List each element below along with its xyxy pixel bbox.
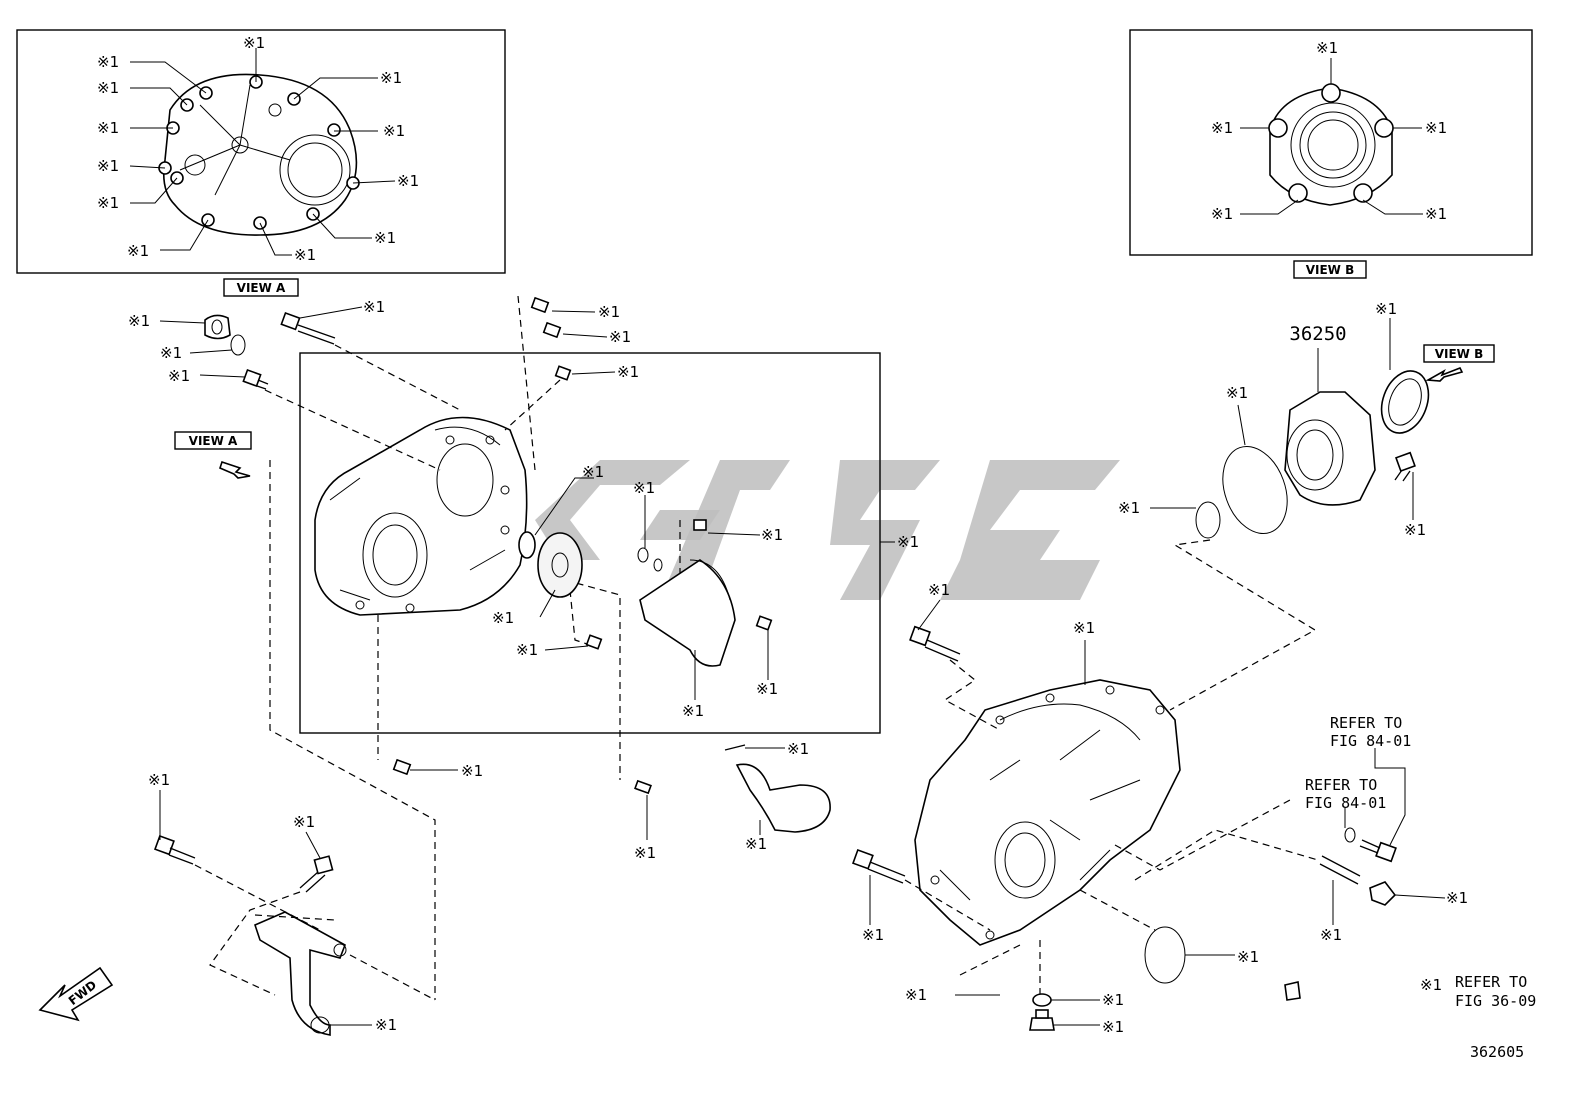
callout-ul-1: ※1 [128,312,150,330]
callout-c-5: ※1 [492,609,514,627]
callout-c-8: ※1 [682,702,704,720]
lower-left-bracket [154,790,436,1036]
view-b-tag-bottom: VIEW B [1293,260,1367,279]
callout-ll-3: ※1 [375,1016,397,1034]
callout-c-2: ※1 [633,479,655,497]
callout-pin-2: ※1 [609,328,631,346]
refer-note-lower: REFER TO FIG 84-01 [1305,776,1386,812]
center-housing [314,416,528,616]
callout-lc-1: ※1 [461,762,483,780]
refer-upper-line2: FIG 84-01 [1330,732,1411,750]
callout-c-1: ※1 [582,463,604,481]
callout-pin-1: ※1 [598,303,620,321]
callout-ll-2: ※1 [293,813,315,831]
callout-rc-1: ※1 [928,581,950,599]
callout-rc-2: ※1 [1073,619,1095,637]
view-a-tag-top-label: VIEW A [237,281,286,295]
callout-vb-3: ※1 [1425,119,1447,137]
callout-c-6: ※1 [516,641,538,659]
callout-ul-2: ※1 [363,298,385,316]
callout-va-2: ※1 [243,34,265,52]
callout-va-7: ※1 [397,172,419,190]
view-b-tag-side-label: VIEW B [1435,347,1484,361]
view-a-leaders [129,48,396,256]
fwd-arrow: FWD [38,966,114,1022]
part-number-36250: 36250 [1289,323,1346,345]
view-a-tag-top: VIEW A [223,278,299,297]
center-pump-parts [518,519,773,667]
view-a-frame [16,29,506,274]
callout-va-11: ※1 [127,242,149,260]
callout-va-5: ※1 [383,122,405,140]
callout-lc-2: ※1 [787,740,809,758]
callout-vb-5: ※1 [1425,205,1447,223]
callout-va-1: ※1 [97,53,119,71]
callout-lc-3: ※1 [634,844,656,862]
view-a-tag-side: VIEW A [174,431,252,479]
right-transfer-case [914,679,1181,946]
right-case-parts [852,599,1301,1031]
view-b-tag-side: VIEW B [1423,344,1495,382]
upper-right-cover [1195,370,1430,539]
upper-right-leaders [1150,318,1414,711]
callout-rc-8: ※1 [1446,889,1468,907]
callout-vb-1: ※1 [1316,39,1338,57]
callout-va-3: ※1 [380,69,402,87]
callout-ul-3: ※1 [160,344,182,362]
view-b-leaders [1240,58,1423,215]
top-pins [530,296,616,381]
watermark-logo [535,460,1120,600]
upper-left-leaders [159,306,363,378]
view-b-tag-bottom-label: VIEW B [1306,263,1355,277]
callout-c-7: ※1 [756,680,778,698]
callout-ur-3: ※1 [1118,499,1140,517]
refer-note-upper: REFER TO FIG 84-01 [1330,714,1411,750]
callout-ul-4: ※1 [168,367,190,385]
callout-ur-4: ※1 [1404,521,1426,539]
callout-va-12: ※1 [294,246,316,264]
callout-rc-3: ※1 [862,926,884,944]
callout-labels: ※1 ※1 ※1 ※1 ※1 ※1 ※1 ※1 ※1 ※1 ※1 ※1 ※1 ※… [97,34,1468,1036]
callout-pin-3: ※1 [617,363,639,381]
refer-upper-line1: REFER TO [1330,714,1402,732]
callout-lc-4: ※1 [745,835,767,853]
callout-va-6: ※1 [97,119,119,137]
upper-left-parts [204,311,336,390]
view-a-tag-side-label: VIEW A [189,434,238,448]
view-b-cover [1268,83,1394,206]
center-leaders [534,477,895,700]
legend-line1: REFER TO [1455,973,1527,991]
callout-va-8: ※1 [97,157,119,175]
legend-note: ※1 REFER TO FIG 36-09 [1420,973,1536,1010]
callout-ll-1: ※1 [148,771,170,789]
callout-rc-9: ※1 [1320,926,1342,944]
callout-va-10: ※1 [374,229,396,247]
callout-rc-5: ※1 [905,986,927,1004]
center-dashed-lines [264,295,681,1000]
diagram-id: 362605 [1470,1043,1524,1061]
callout-ur-1: ※1 [1375,300,1397,318]
callout-c-4: ※1 [897,533,919,551]
callout-ur-2: ※1 [1226,384,1248,402]
callout-va-9: ※1 [97,194,119,212]
view-a-housing [158,73,360,236]
callout-vb-2: ※1 [1211,119,1233,137]
lower-center-parts [392,744,831,840]
callout-rc-4: ※1 [1237,948,1259,966]
view-b-frame [1129,29,1533,256]
center-subassembly-frame [299,352,881,734]
callout-vb-4: ※1 [1211,205,1233,223]
legend-line2: FIG 36-09 [1455,992,1536,1010]
refer-lower-line1: REFER TO [1305,776,1377,794]
callout-va-4: ※1 [97,79,119,97]
refer-lower-line2: FIG 84-01 [1305,794,1386,812]
right-refer-parts [1114,748,1446,925]
callout-rc-6: ※1 [1102,991,1124,1009]
callout-rc-7: ※1 [1102,1018,1124,1036]
legend-symbol: ※1 [1420,976,1442,994]
callout-c-3: ※1 [761,526,783,544]
